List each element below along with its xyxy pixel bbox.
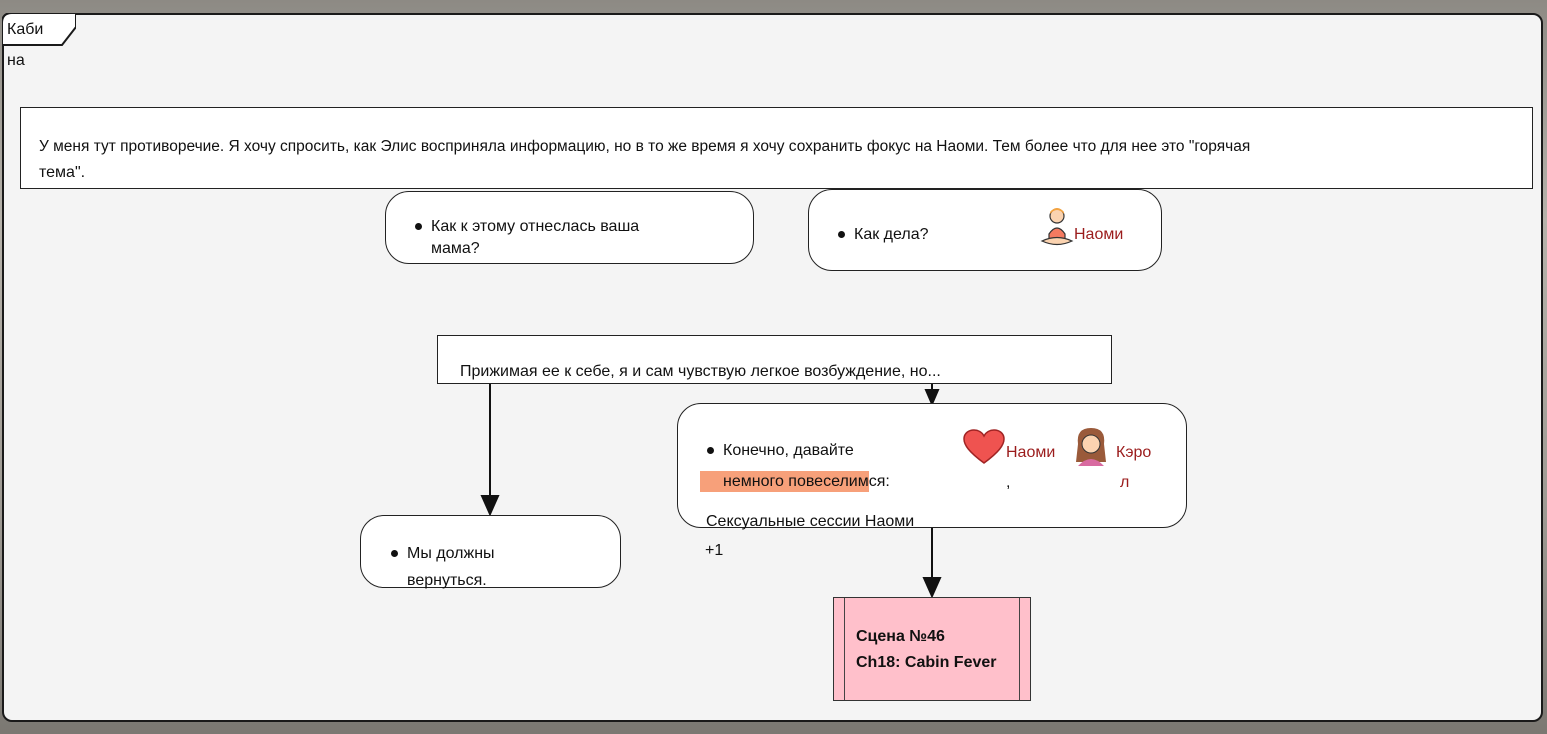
bullet [415, 223, 422, 230]
heart-icon [963, 429, 1005, 464]
location-label-cont: на [7, 52, 25, 69]
choice-text-cont: немного повеселимся: [700, 471, 890, 493]
effect-text-cont: +1 [705, 542, 724, 559]
location-label: Каби [7, 21, 44, 38]
character-label-cont: л [1120, 474, 1130, 491]
scene-border-line [1019, 598, 1020, 700]
choice-must-return[interactable]: Мы должны вернуться. [360, 515, 621, 589]
narration-note: У меня тут противоречие. Я хочу спросить… [20, 107, 1533, 189]
note-text-line2: тема". [39, 164, 86, 181]
choice-have-fun[interactable]: Конечно, давайте немного повеселимся: На… [677, 403, 1187, 530]
choice-text-cont: вернуться. [407, 572, 487, 589]
choice-text: Как дела? [854, 226, 929, 243]
character-label: Наоми [1074, 226, 1124, 243]
bullet [391, 550, 398, 557]
choice-mother[interactable]: Как к этому отнеслась ваша мама? [385, 191, 754, 264]
choice-text: Как к этому отнеслась ваша [431, 218, 640, 235]
effect-text: Сексуальные сессии Наоми [706, 513, 915, 530]
scene-title: Ch18: Cabin Fever [856, 654, 997, 671]
choice-text: Конечно, давайте [723, 442, 854, 459]
choice-text-cont: мама? [431, 240, 480, 257]
note-text: Прижимая ее к себе, я и сам чувствую лег… [460, 363, 941, 380]
scene-node[interactable]: Сцена №46 Ch18: Cabin Fever [833, 597, 1031, 701]
scene-border-line [844, 598, 845, 700]
separator: , [1006, 474, 1011, 491]
meditating-person-icon [1040, 208, 1074, 246]
character-label: Кэро [1116, 444, 1152, 461]
bullet [707, 447, 714, 454]
location-tab [2, 13, 76, 47]
scene-number: Сцена №46 [856, 628, 945, 645]
narration-note: Прижимая ее к себе, я и сам чувствую лег… [437, 335, 1112, 384]
woman-avatar-icon [1076, 428, 1106, 466]
choice-how-are-you[interactable]: Как дела? Наоми [808, 189, 1162, 271]
highlight: немного повеселим [700, 471, 869, 492]
character-label: Наоми [1006, 444, 1056, 461]
note-text-line1: У меня тут противоречие. Я хочу спросить… [39, 138, 1251, 155]
choice-text: Мы должны [407, 545, 495, 562]
bullet [838, 231, 845, 238]
